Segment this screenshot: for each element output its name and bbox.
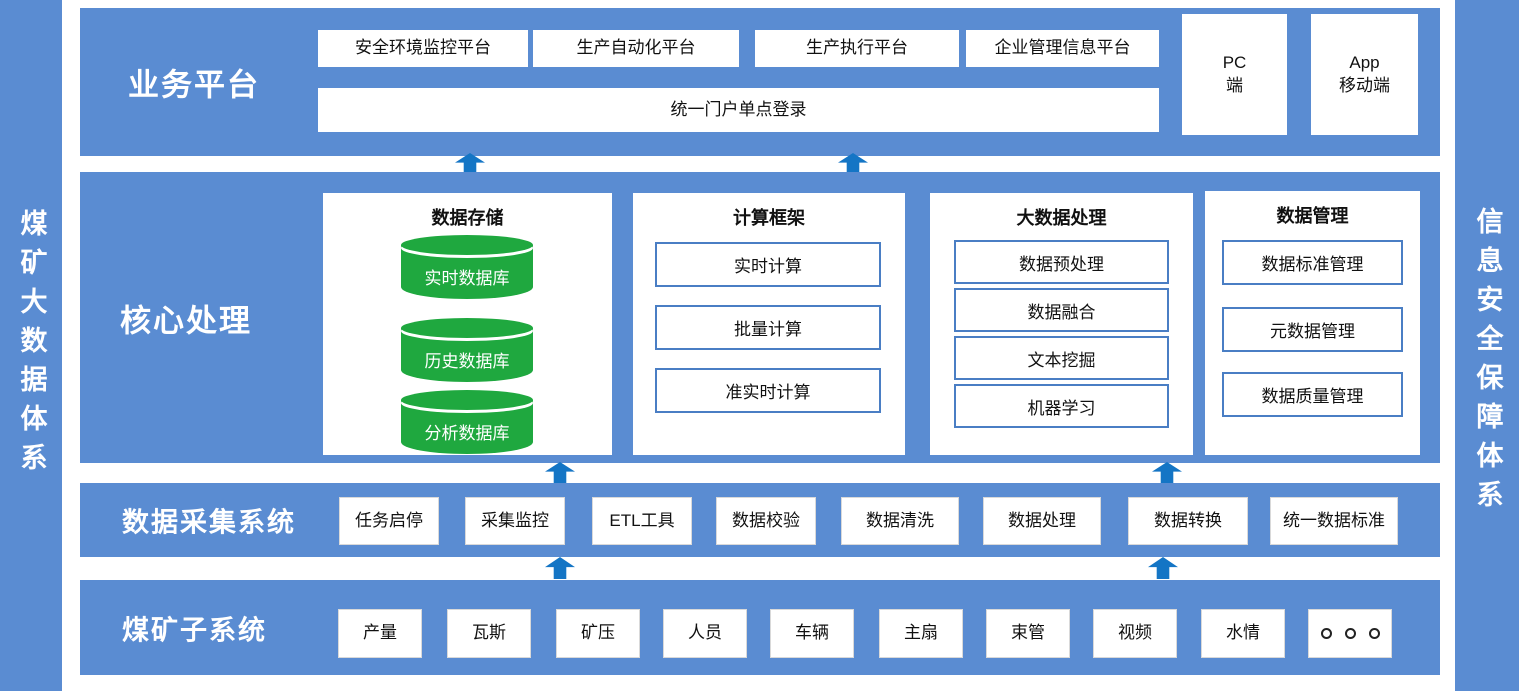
- business-platform-label: 业务平台: [128, 67, 260, 103]
- collection-box: 数据转换: [1128, 497, 1248, 545]
- panel-item: 数据质量管理: [1222, 372, 1403, 417]
- left-sidebar-label: 煤矿大数据体系: [16, 209, 47, 482]
- panel-item: 实时计算: [655, 242, 881, 287]
- subsystems-band: 煤矿子系统 产量 瓦斯 矿压 人员 车辆 主扇 束管 视频 水情: [80, 580, 1440, 675]
- pc-client-line2: 端: [1226, 75, 1243, 95]
- data-storage-panel: 数据存储 实时数据库 历史数据库 分析数据库: [323, 193, 612, 455]
- sso-box: 统一门户单点登录: [318, 88, 1159, 132]
- panel-title: 大数据处理: [1016, 208, 1107, 228]
- subsystem-box: 人员: [663, 609, 747, 658]
- up-arrow-icon: [455, 153, 485, 174]
- panel-item: 文本挖掘: [954, 336, 1169, 380]
- up-arrow-icon: [545, 557, 575, 579]
- cylinder-label: 分析数据库: [401, 400, 533, 454]
- collection-box: 数据处理: [983, 497, 1101, 545]
- collection-box: 任务启停: [339, 497, 439, 545]
- cylinder-top: [401, 318, 533, 338]
- subsystem-box: 车辆: [770, 609, 854, 658]
- panel-item: 批量计算: [655, 305, 881, 350]
- subsystem-box: 产量: [338, 609, 422, 658]
- cylinder-top: [401, 235, 533, 255]
- computing-framework-panel: 计算框架 实时计算 批量计算 准实时计算: [633, 193, 905, 455]
- app-client-box: App 移动端: [1311, 14, 1418, 135]
- up-arrow-icon: [1148, 557, 1178, 579]
- pc-client-box: PC 端: [1182, 14, 1287, 135]
- collection-box: 统一数据标准: [1270, 497, 1398, 545]
- subsystem-box: 瓦斯: [447, 609, 531, 658]
- up-arrow-icon: [545, 462, 575, 483]
- data-collection-band: 数据采集系统 任务启停 采集监控 ETL工具 数据校验 数据清洗 数据处理 数据…: [80, 483, 1440, 557]
- platform-box: 生产自动化平台: [533, 30, 739, 67]
- subsystem-box: 束管: [986, 609, 1070, 658]
- app-client-line2: 移动端: [1339, 75, 1390, 95]
- data-collection-label: 数据采集系统: [122, 507, 296, 538]
- panel-item: 数据标准管理: [1222, 240, 1403, 285]
- subsystem-box: 水情: [1201, 609, 1285, 658]
- database-cylinder: 分析数据库: [401, 390, 533, 454]
- subsystem-box: 主扇: [879, 609, 963, 658]
- subsystem-box: 视频: [1093, 609, 1177, 658]
- more-subsystems-box: [1308, 609, 1392, 658]
- panel-item: 准实时计算: [655, 368, 881, 413]
- database-cylinder: 实时数据库: [401, 235, 533, 299]
- bigdata-processing-panel: 大数据处理 数据预处理 数据融合 文本挖掘 机器学习: [930, 193, 1193, 455]
- panel-item: 数据融合: [954, 288, 1169, 332]
- app-client-line1: App: [1349, 53, 1380, 73]
- left-sidebar: 煤矿大数据体系: [0, 0, 62, 691]
- right-sidebar-label: 信息安全保障体系: [1472, 206, 1503, 519]
- panel-title: 数据存储: [431, 208, 504, 228]
- subsystem-box: 矿压: [556, 609, 640, 658]
- subsystems-label: 煤矿子系统: [122, 615, 267, 645]
- panel-item: 数据预处理: [954, 240, 1169, 284]
- panel-title: 数据管理: [1276, 206, 1349, 226]
- right-sidebar: 信息安全保障体系: [1455, 0, 1519, 691]
- collection-box: 数据清洗: [841, 497, 959, 545]
- platform-box: 生产执行平台: [755, 30, 959, 67]
- core-processing-label: 核心处理: [120, 303, 252, 338]
- business-platform-band: 业务平台 安全环境监控平台 生产自动化平台 生产执行平台 企业管理信息平台 统一…: [80, 8, 1440, 156]
- collection-box: 采集监控: [465, 497, 565, 545]
- database-cylinder: 历史数据库: [401, 318, 533, 382]
- up-arrow-icon: [838, 153, 868, 174]
- ellipsis-dots-icon: [1320, 628, 1380, 639]
- data-management-panel: 数据管理 数据标准管理 元数据管理 数据质量管理: [1205, 191, 1420, 455]
- platform-box: 企业管理信息平台: [966, 30, 1159, 67]
- pc-client-line1: PC: [1222, 53, 1247, 73]
- panel-item: 元数据管理: [1222, 307, 1403, 352]
- collection-box: ETL工具: [592, 497, 692, 545]
- panel-title: 计算框架: [733, 208, 805, 228]
- platform-box: 安全环境监控平台: [318, 30, 528, 67]
- panel-item: 机器学习: [954, 384, 1169, 428]
- collection-box: 数据校验: [716, 497, 816, 545]
- core-processing-band: 核心处理 数据存储 实时数据库 历史数据库 分析数据库 计算框架 实时计算 批量…: [80, 172, 1440, 463]
- up-arrow-icon: [1152, 462, 1182, 483]
- cylinder-top: [401, 390, 533, 410]
